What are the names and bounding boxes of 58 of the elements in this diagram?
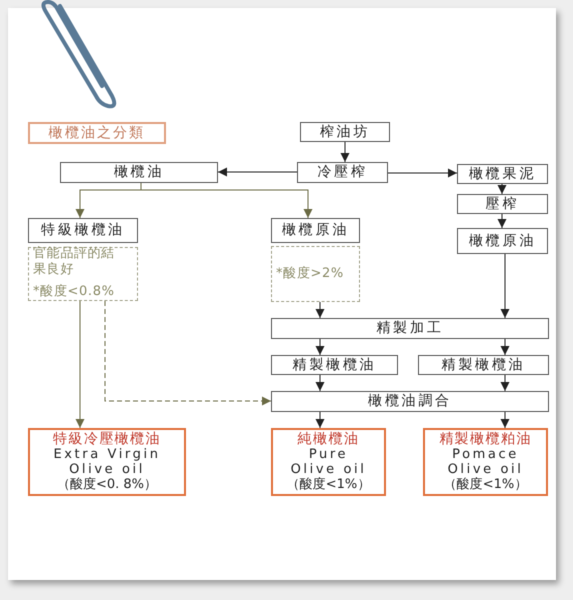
process-box: [457, 194, 548, 214]
process-box: [271, 355, 398, 375]
node-text: 純橄欖油: [298, 432, 360, 447]
node-text: 橄欖原油: [468, 232, 536, 250]
node-text: 特級橄欖油: [41, 221, 125, 240]
node-text: 特級冷壓橄欖油: [53, 432, 161, 447]
node-text: 橄欖果泥: [468, 164, 536, 184]
node-text: 冷壓榨: [317, 163, 368, 182]
process-box: [418, 355, 549, 375]
arrow: [500, 412, 510, 428]
note-box: [28, 247, 138, 301]
result-box: [271, 428, 386, 496]
node-text: *酸度<0.8%: [33, 283, 115, 302]
node-text: 精製橄欖粕油: [439, 432, 532, 447]
node-text: 官能品評的結果良好: [33, 246, 116, 278]
arrow: [316, 374, 324, 392]
arrow: [500, 254, 510, 318]
arrow: [498, 184, 506, 194]
title-box: 橄欖油之分類: [28, 122, 166, 144]
result-box: [423, 428, 548, 496]
node-text: （酸度<1%）: [286, 477, 370, 492]
process-box: [271, 218, 360, 243]
arrow: [316, 412, 324, 428]
arrow: [316, 302, 324, 318]
node-text: *酸度>2%: [276, 266, 344, 282]
process-box: [297, 162, 388, 183]
process-box: [457, 228, 548, 254]
process-box: [457, 164, 548, 184]
node-text: Extra Virgin Olive oil: [52, 447, 162, 477]
process-box: [271, 318, 549, 339]
arrow: [388, 168, 458, 178]
arrow: [104, 300, 272, 406]
node-text: 精製橄欖油: [292, 356, 376, 374]
node-text: 精製加工: [376, 319, 444, 338]
node-text: 橄欖油調合: [368, 392, 452, 411]
arrow: [316, 338, 324, 356]
arrow: [340, 142, 350, 162]
node-text: （酸度<1%）: [444, 477, 528, 492]
arrow: [140, 182, 312, 218]
arrow: [498, 214, 506, 228]
node-text: （酸度<0. 8%）: [56, 477, 158, 492]
node-text: 壓榨: [486, 194, 520, 214]
node-text: 精製橄欖油: [442, 356, 526, 374]
process-box: [28, 218, 138, 243]
process-box: [60, 162, 218, 183]
arrow: [76, 300, 84, 428]
arrow: [218, 168, 298, 176]
node-text: 橄欖原油: [282, 221, 350, 240]
arrow: [500, 338, 510, 356]
arrow: [500, 374, 510, 392]
node-text: Pure Olive oil: [290, 447, 368, 477]
node-text: Pomace Olive oil: [446, 447, 524, 477]
process-box: [271, 391, 549, 412]
note-box: [271, 246, 360, 302]
process-box: [300, 122, 390, 142]
node-text: 榨油坊: [320, 122, 370, 142]
result-box: [28, 428, 186, 496]
node-text: 橄欖油: [114, 163, 164, 182]
